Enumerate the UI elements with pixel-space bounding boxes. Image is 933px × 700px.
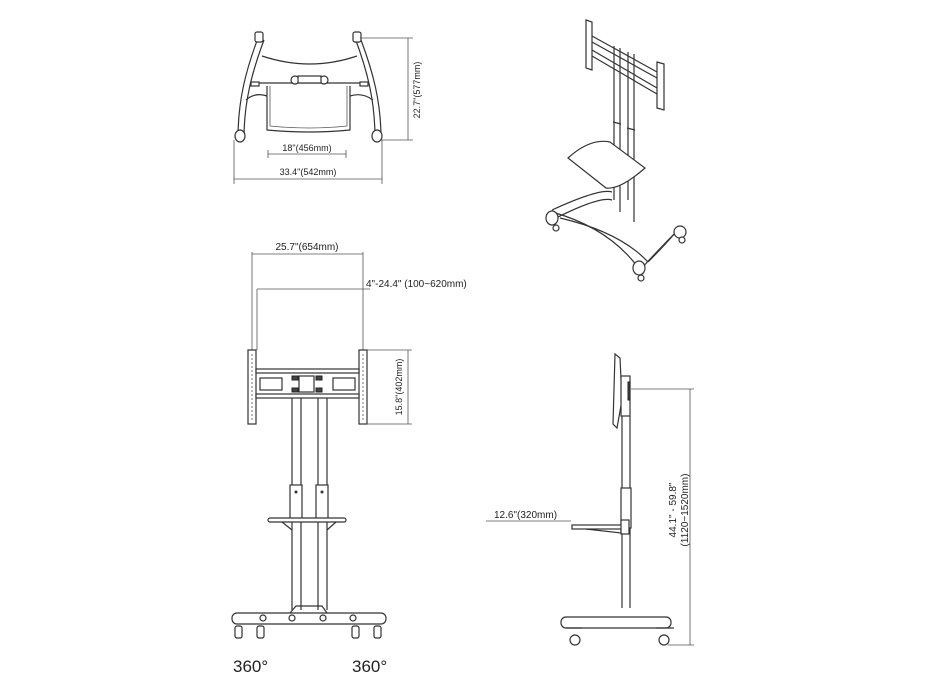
front-vesa-range-label: 4"-24.4" (100~620mm) [366, 279, 467, 290]
caster-rotation-right-label: 360° [352, 657, 387, 676]
top-base-width-label: 33.4"(542mm) [280, 167, 337, 177]
front-bracket-width-label: 25.7"(654mm) [275, 242, 338, 253]
side-shelf-depth-label: 12.6"(320mm) [494, 510, 557, 521]
isometric-view [545, 19, 687, 282]
side-height-range-line2: (1120~1520mm) [680, 474, 691, 547]
side-height-range-line1: 44.1" - 59.8" [668, 482, 679, 537]
caster-rotation-left-label: 360° [233, 657, 268, 676]
top-view: 22.7"(577mm) 18"(456mm) 33.4"(542mm) [233, 31, 422, 184]
front-view: 25.7"(654mm) 4"-24.4" (100~620mm) 15.8"(… [231, 242, 467, 676]
front-casters [234, 625, 382, 639]
front-bracket-height-label: 15.8"(402mm) [394, 359, 404, 416]
top-depth-label: 22.7"(577mm) [412, 62, 422, 119]
side-view: 12.6"(320mm) 44.1" - 59.8" (1120~1520mm) [486, 352, 694, 646]
top-shelf-width-label: 18"(456mm) [282, 143, 331, 153]
